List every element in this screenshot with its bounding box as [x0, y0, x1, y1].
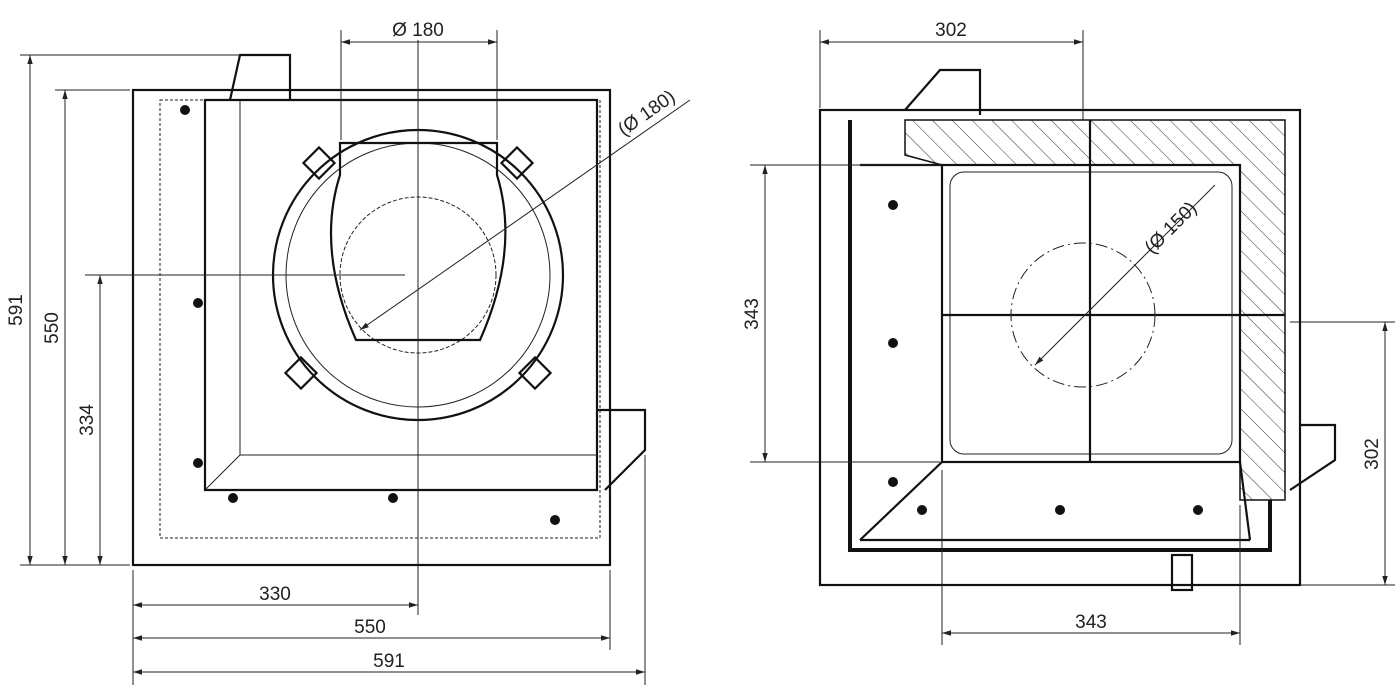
- dim-left-height: 343: [742, 298, 763, 330]
- front-view: Ø 180 (Ø 180) 591 550 334 330 550 591: [6, 20, 691, 685]
- insulation-hatched: [904, 119, 1286, 501]
- dim-top-diameter: Ø 180: [392, 20, 444, 41]
- dim-right-height: 302: [1362, 438, 1383, 470]
- dim-top-width: 302: [935, 20, 967, 41]
- bottom-spigot: [1170, 553, 1194, 592]
- mounting-lugs: [283, 145, 553, 391]
- dim-diag-diameter: (Ø 180): [614, 86, 679, 140]
- outer-body: [818, 108, 1302, 587]
- top-bracket: [228, 53, 292, 101]
- side-bracket: [597, 408, 647, 491]
- flue-collar: [329, 141, 507, 342]
- flue-circle: [1010, 242, 1156, 388]
- side-bracket: [1289, 423, 1337, 491]
- dim-width-591: 591: [373, 651, 405, 672]
- dim-diag-diameter: (Ø 150): [1141, 198, 1201, 258]
- firebox-frame: [203, 98, 599, 492]
- bolts: [180, 105, 560, 525]
- inner-wall: [848, 120, 1272, 552]
- dim-width-550: 550: [354, 617, 386, 638]
- top-bracket: [904, 68, 982, 115]
- dim-height-334: 334: [77, 404, 98, 436]
- dim-height-550: 550: [42, 312, 63, 344]
- dim-width-330: 330: [259, 584, 291, 605]
- outer-body: [131, 88, 612, 567]
- top-view: 302 (Ø 150) 343 302 343: [742, 20, 1395, 645]
- bolts: [888, 200, 1203, 515]
- dim-height-591: 591: [6, 294, 27, 326]
- dim-bottom-width: 343: [1075, 612, 1107, 633]
- inner-dashed-outline: [159, 99, 601, 539]
